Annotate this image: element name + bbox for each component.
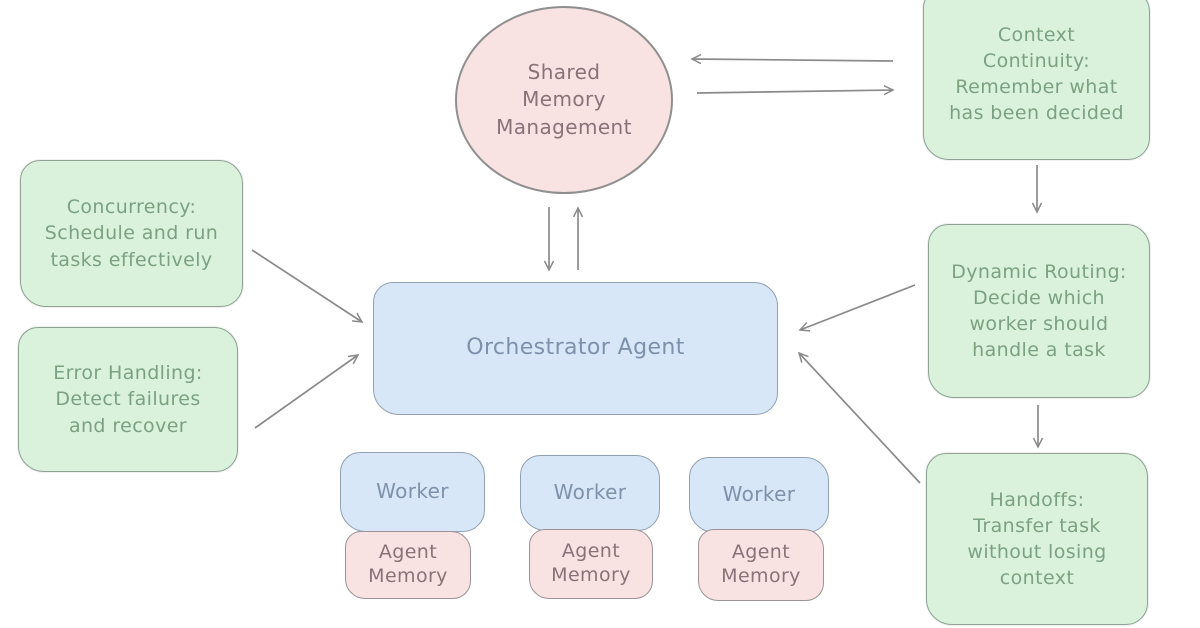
agent-memory-node: Agent Memory bbox=[529, 529, 653, 599]
concurrency-node: Concurrency: Schedule and run tasks effe… bbox=[20, 160, 243, 307]
dynamic-routing-node: Dynamic Routing: Decide which worker sho… bbox=[928, 224, 1150, 398]
shared-memory-node: Shared Memory Management bbox=[455, 6, 673, 194]
agent-memory-node: Agent Memory bbox=[345, 531, 471, 599]
worker-node: Worker bbox=[689, 457, 829, 533]
arrow-dynamic-routing-to-orchestrator bbox=[798, 284, 916, 332]
worker-node: Worker bbox=[340, 452, 485, 532]
orchestrator-agent-node: Orchestrator Agent bbox=[373, 282, 778, 415]
handoffs-node: Handoffs: Transfer task without losing c… bbox=[926, 453, 1148, 625]
worker-node: Worker bbox=[520, 455, 660, 531]
error-handling-node: Error Handling: Detect failures and reco… bbox=[18, 327, 238, 472]
arrow-error-handling-to-orchestrator bbox=[254, 354, 360, 429]
arrow-shared-memory-to-context bbox=[696, 84, 895, 96]
agent-memory-node: Agent Memory bbox=[698, 529, 824, 601]
context-continuity-node: Context Continuity: Remember what has be… bbox=[923, 0, 1150, 160]
arrow-context-to-shared-memory bbox=[690, 53, 894, 65]
arrow-concurrency-to-orchestrator bbox=[251, 249, 364, 323]
